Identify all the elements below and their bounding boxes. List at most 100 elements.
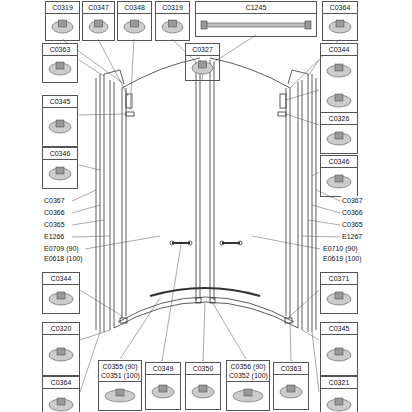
part-code-box: C0348 — [118, 2, 151, 14]
part-code: C0355 (90) — [101, 362, 139, 371]
part-code-box: C0346 — [43, 148, 77, 160]
part-label: E0619 (100) — [322, 254, 363, 263]
part-label: C0367 — [341, 196, 364, 205]
part-code-box: C1245 — [196, 2, 316, 14]
part-code-box: C0346 — [321, 156, 357, 168]
part-callout-box: C0327 — [185, 43, 220, 81]
part-callout-box: C0345 — [42, 95, 78, 147]
part-code: C0321 — [323, 378, 355, 387]
part-icon — [152, 385, 174, 398]
part-icon — [280, 385, 302, 398]
part-callout-box: C0344 — [320, 43, 358, 117]
part-code: C0348 — [120, 3, 149, 12]
part-callout-box: C0364 — [42, 376, 80, 412]
part-code-box: C0320 — [43, 323, 79, 335]
part-code-box: C0347 — [83, 2, 114, 14]
part-code-box: C0344 — [321, 44, 357, 56]
part-code-box: C0344 — [43, 273, 79, 285]
part-code: C0319 — [158, 3, 187, 12]
enclosure-drawing — [96, 58, 316, 332]
part-code: C0327 — [188, 45, 217, 54]
part-code: C0344 — [45, 274, 77, 283]
part-callout-box: C0344 — [42, 272, 80, 314]
part-callout-box: C0345 — [320, 322, 358, 376]
part-code-box: C0350 — [186, 363, 220, 375]
part-callout-box: C0321 — [320, 376, 358, 412]
part-code-box: C0371 — [321, 273, 357, 285]
part-icon — [327, 348, 351, 361]
part-icon — [49, 62, 71, 75]
part-icon — [49, 398, 73, 411]
part-callout-box: C1245 — [195, 1, 317, 37]
part-code: C0346 — [323, 157, 355, 166]
part-code-box: C0356 (90)C0352 (100) — [227, 361, 269, 382]
part-icons — [49, 20, 351, 411]
part-code-box: C0364 — [323, 2, 357, 14]
part-icon — [162, 20, 183, 33]
part-label: E0710 (90) — [322, 244, 359, 253]
part-code: C0363 — [45, 45, 75, 54]
part-code: C0351 (100) — [101, 371, 139, 380]
part-label: C0367 — [43, 196, 66, 205]
leader-lines — [62, 35, 340, 392]
part-icon — [327, 132, 351, 145]
part-code: C0347 — [85, 3, 112, 12]
part-icon — [327, 292, 351, 305]
part-callout-box: C0347 — [82, 1, 115, 41]
part-code: C1245 — [198, 3, 314, 12]
part-label: C0366 — [43, 208, 66, 217]
part-callout-box: C0349 — [145, 362, 181, 410]
part-callout-box: C0350 — [185, 362, 221, 410]
part-code: C0356 (90) — [229, 362, 267, 371]
part-callout-box: C0355 (90)C0351 (100) — [98, 360, 142, 411]
part-icon — [233, 389, 263, 402]
part-icon — [49, 167, 71, 180]
part-icon — [329, 20, 351, 33]
part-icon — [201, 21, 311, 29]
part-code: C0363 — [276, 364, 306, 373]
part-icon — [105, 389, 135, 402]
part-code: C0349 — [148, 364, 178, 373]
part-code-box: C0326 — [321, 113, 357, 125]
part-code-box: C0363 — [43, 44, 77, 56]
part-callout-box: C0363 — [42, 43, 78, 83]
part-code-box: C0319 — [46, 2, 79, 14]
part-code-box: C0364 — [43, 377, 79, 389]
part-callout-box: C0371 — [320, 272, 358, 314]
part-code-box: C0321 — [321, 377, 357, 389]
part-code-box: C0349 — [146, 363, 180, 375]
part-icon — [49, 120, 71, 133]
part-icon — [192, 61, 213, 74]
part-icon — [49, 292, 73, 305]
part-icon — [327, 398, 351, 411]
part-callout-box: C0348 — [117, 1, 152, 41]
part-code-box: C0327 — [186, 44, 219, 56]
part-code-box: C0363 — [274, 363, 308, 375]
part-code-box: C0355 (90)C0351 (100) — [99, 361, 141, 382]
part-callout-box: C0346 — [320, 155, 358, 197]
part-code: C0345 — [45, 97, 75, 106]
part-code: C0345 — [323, 324, 355, 333]
part-icon — [192, 385, 214, 398]
part-label: E0618 (100) — [43, 254, 84, 263]
part-code: C0364 — [325, 3, 355, 12]
part-icon — [327, 175, 351, 188]
part-callout-box: C0346 — [42, 147, 78, 189]
part-icon — [49, 348, 73, 361]
part-label: E0709 (90) — [43, 244, 80, 253]
part-icon — [327, 64, 351, 107]
part-code: C0364 — [45, 378, 77, 387]
part-code: C0352 (100) — [229, 371, 267, 380]
part-code-box: C0319 — [156, 2, 189, 14]
part-code: C0350 — [188, 364, 218, 373]
part-callout-box: C0319 — [45, 1, 80, 41]
part-code: C0346 — [45, 149, 75, 158]
part-callout-box: C0326 — [320, 112, 358, 154]
part-code: C0326 — [323, 114, 355, 123]
part-callout-box: C0320 — [42, 322, 80, 376]
part-code-box: C0345 — [321, 323, 357, 335]
part-icon — [89, 20, 108, 33]
part-label: C0365 — [341, 220, 364, 229]
